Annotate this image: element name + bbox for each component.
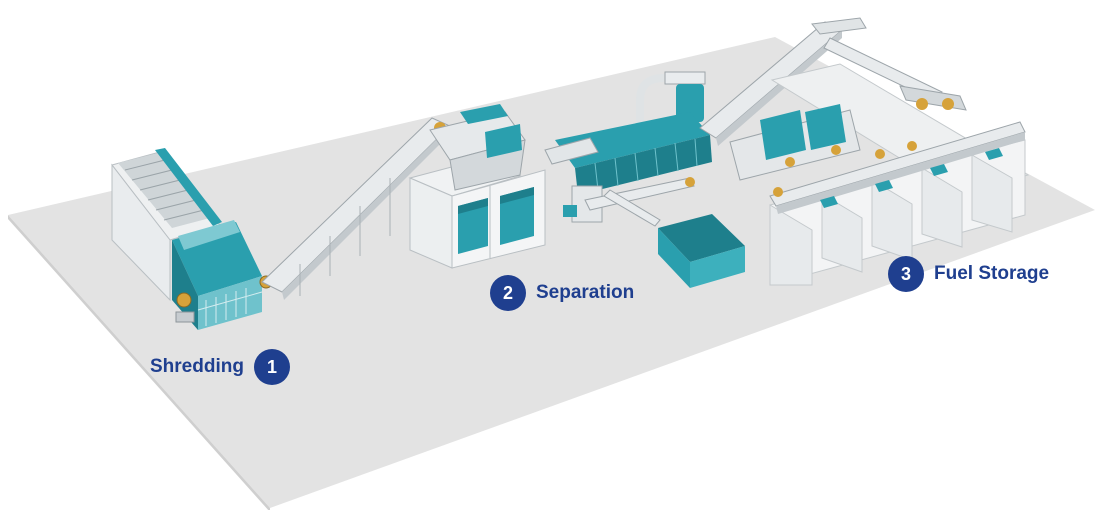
separation-bays (408, 159, 546, 269)
drum-separator (544, 112, 712, 223)
screening-machine (429, 104, 526, 191)
stage-label: Fuel Storage (934, 263, 1050, 284)
distribution-conveyor (769, 121, 1026, 214)
conveyor-2 (699, 17, 867, 146)
storage-walls (769, 63, 1030, 286)
stage-number-badge: 3 (888, 256, 924, 292)
cyclone-filter-icon (636, 71, 706, 150)
stage-separation: 2 Separation (490, 275, 634, 311)
top-conveyor (823, 37, 967, 111)
stage-label: Shredding (150, 356, 244, 377)
storage-screen-units (729, 104, 861, 181)
stage-number-badge: 1 (253, 349, 290, 385)
discharge-conveyor (584, 177, 695, 227)
shredder-unit (172, 220, 263, 330)
stage-shredding: Shredding 1 (150, 349, 290, 385)
shredder-hopper (111, 148, 222, 302)
floor-edge (8, 215, 270, 510)
stage-number-badge: 2 (490, 275, 526, 311)
stage-fuel-storage: 3 Fuel Storage (888, 256, 1049, 292)
conveyor-1 (261, 117, 451, 300)
container-separation (563, 205, 745, 288)
stage-label: Separation (536, 282, 635, 303)
